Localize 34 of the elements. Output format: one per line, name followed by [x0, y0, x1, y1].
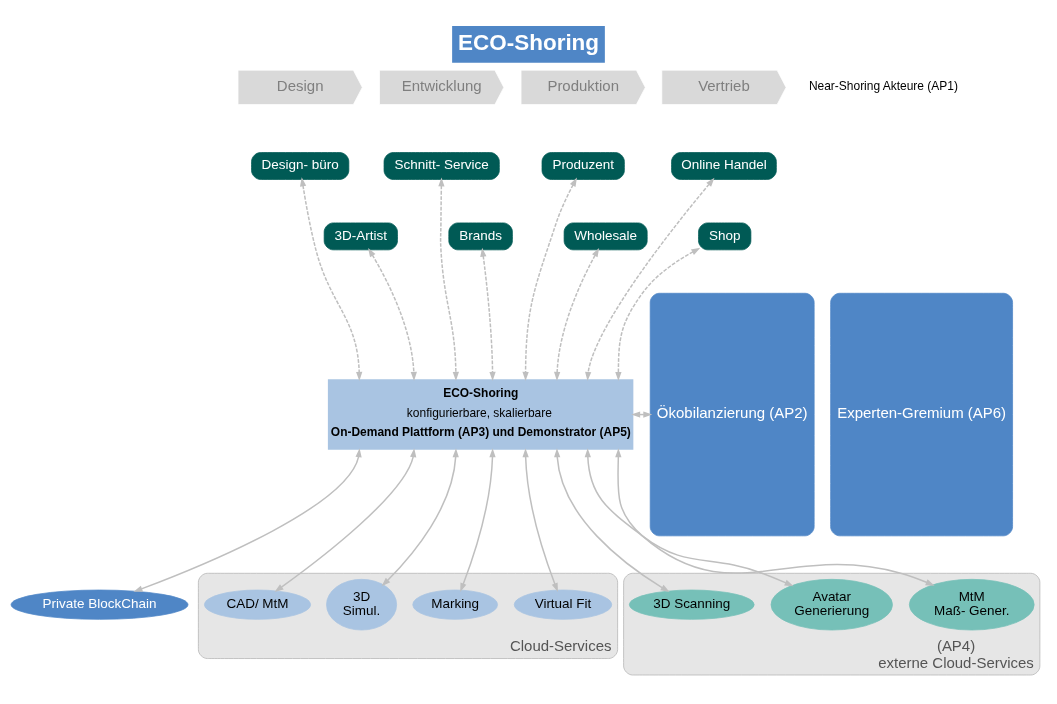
- arrow: [133, 448, 362, 592]
- arrow: [584, 448, 794, 587]
- node-box: Ökobilanzierung (AP2): [649, 292, 815, 537]
- node-box: Experten-Gremium (AP6): [830, 292, 1013, 537]
- arrow: [615, 247, 701, 381]
- arrow: [522, 448, 558, 592]
- arrow: [460, 448, 496, 592]
- diagram-title: ECO-Shoring: [458, 29, 600, 55]
- arrow: [381, 448, 459, 587]
- node-ellipse: CAD/ MtM: [204, 589, 311, 620]
- node-box: ECO-Shoring konfigurierbare, skalierbare On-Demand Plattform (AP3) und Demonstrator (AP5): [327, 379, 634, 450]
- arrow: [480, 247, 496, 381]
- node-ellipse: Private BlockChain: [10, 589, 189, 620]
- node-box: Design- büro: [251, 152, 350, 180]
- arrow: [368, 248, 417, 381]
- arrow: [274, 448, 417, 593]
- node-box: Shop: [698, 222, 752, 251]
- arrow: [522, 177, 577, 381]
- node-box: 3D-Artist: [323, 222, 398, 251]
- arrow: [585, 177, 715, 381]
- node-ellipse: Virtual Fit: [513, 589, 613, 620]
- node-box: Wholesale: [563, 222, 648, 251]
- node-box: Online Handel: [671, 152, 777, 180]
- arrow: [299, 177, 363, 381]
- arrow: [438, 177, 459, 381]
- node-ellipse: 3D Scanning: [628, 589, 755, 620]
- node-box: Schnitt- Service: [383, 152, 500, 180]
- arrow: [553, 247, 600, 381]
- node-ellipse: Marking: [412, 589, 498, 620]
- label: Near-Shoring Akteure (AP1): [808, 79, 958, 94]
- arrow: [554, 448, 670, 593]
- node-box: Brands: [448, 222, 513, 251]
- node-box: Produzent: [541, 152, 625, 180]
- arrow: [615, 448, 935, 586]
